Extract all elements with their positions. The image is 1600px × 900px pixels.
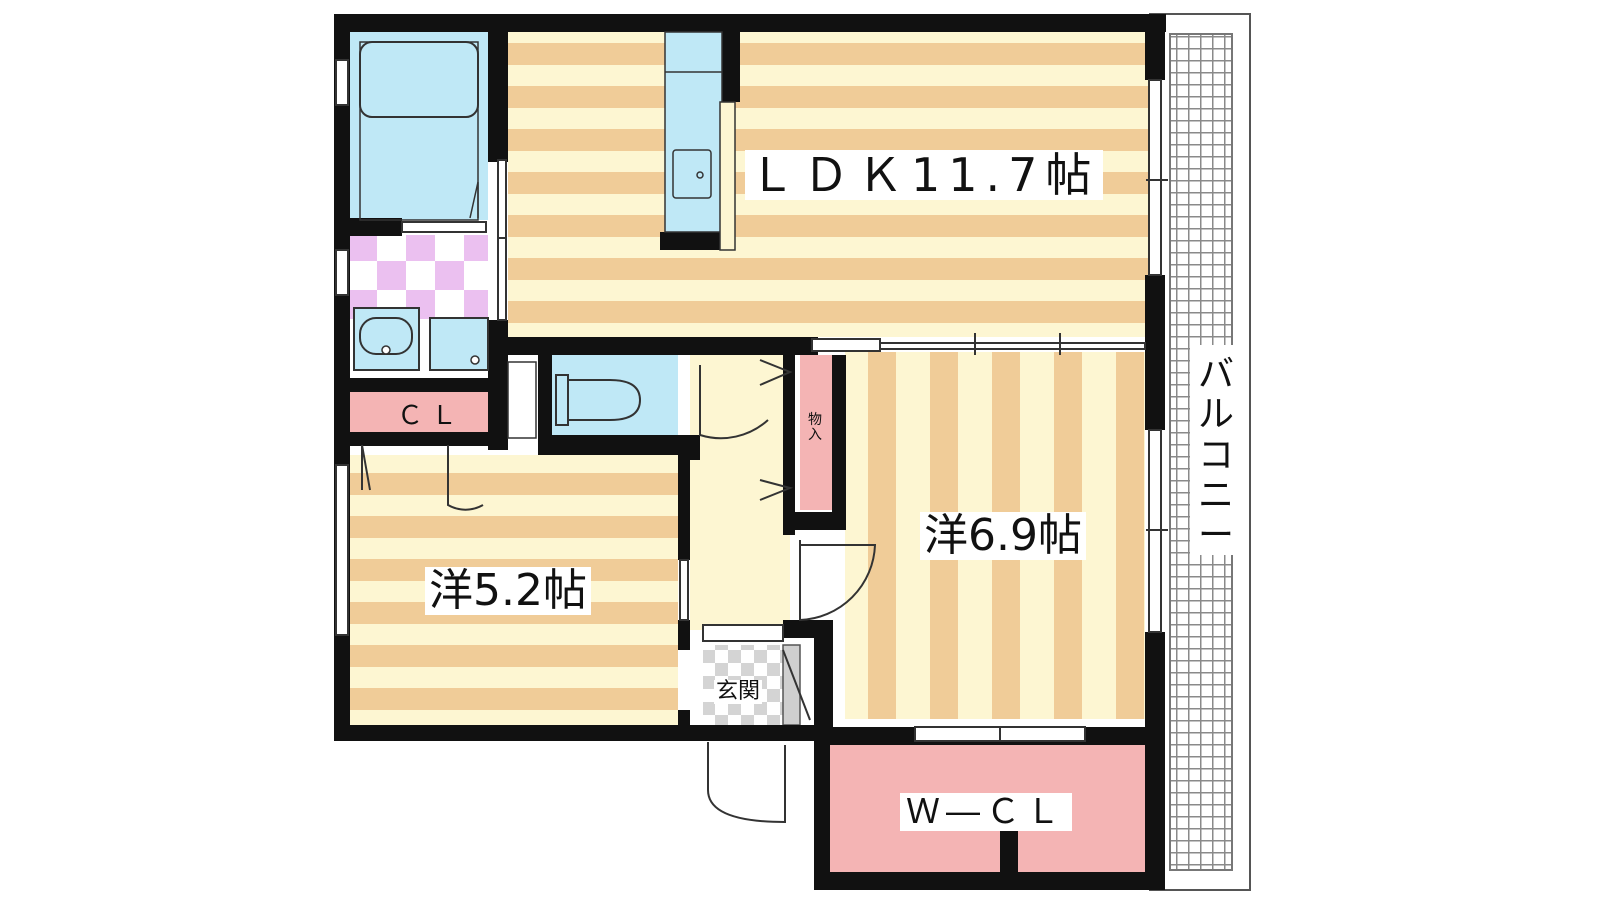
room-label-closet: ＣＬ bbox=[397, 401, 466, 431]
balcony bbox=[1149, 13, 1251, 891]
room-label-western-1: 洋5.2帖 bbox=[425, 567, 591, 615]
kitchen-counter bbox=[664, 31, 736, 251]
kitchen-sink-icon bbox=[672, 149, 712, 199]
bathtub-icon bbox=[359, 41, 479, 221]
room-label-balcony: バルコニー bbox=[1197, 354, 1234, 557]
room-label-entrance: 玄関 bbox=[714, 679, 763, 704]
sliding-doors bbox=[401, 159, 1146, 742]
storage-floor bbox=[800, 355, 832, 510]
toilet-icon bbox=[555, 374, 642, 426]
door-swings bbox=[361, 359, 877, 824]
toilet-window bbox=[507, 361, 537, 439]
sash-ticks bbox=[974, 179, 1168, 531]
closet-floor bbox=[350, 392, 488, 432]
room-label-walk-in-closet: Ｗ―ＣＬ bbox=[900, 793, 1072, 831]
room-label-storage: 物入 bbox=[808, 412, 822, 443]
hall-floor bbox=[690, 355, 790, 630]
washing-machine-icon bbox=[429, 317, 489, 371]
room-label-western-2: 洋6.9帖 bbox=[920, 512, 1086, 560]
washbasin-icon bbox=[353, 307, 420, 371]
room-label-ldk: ＬＤＫ11.7帖 bbox=[745, 150, 1104, 200]
